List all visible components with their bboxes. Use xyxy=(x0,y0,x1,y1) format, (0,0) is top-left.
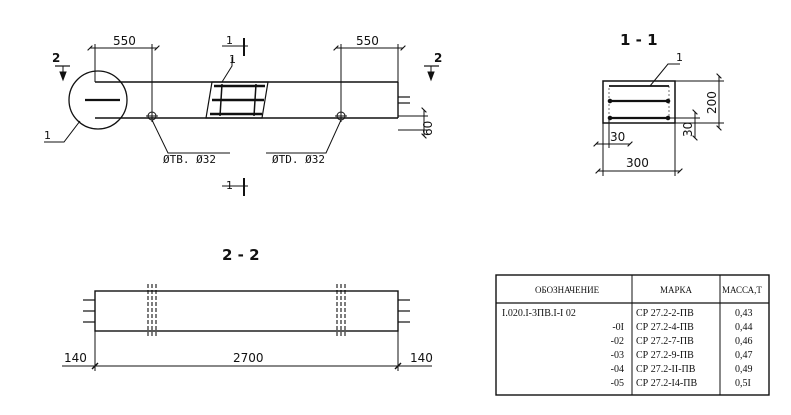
section-1-1-title: 1 - 1 xyxy=(620,31,658,49)
hole-label-right: ØТD. Ø32 xyxy=(272,153,325,166)
table-header-designation: ОБОЗНАЧЕНИЕ xyxy=(535,285,600,295)
dim-200: 200 xyxy=(705,91,719,114)
table-cell-designation: -03 xyxy=(611,350,624,361)
plan-view xyxy=(44,38,439,196)
section-1-bottom-label: 1 xyxy=(226,179,233,192)
dim-140-left: 140 xyxy=(64,351,87,365)
table-header-mark: МАРКА xyxy=(660,285,693,295)
spec-table-text: ОБОЗНАЧЕНИЕ МАРКА МАССА,Т I.020.I-3ПВ.I-… xyxy=(502,285,762,389)
dim-550-left: 550 xyxy=(113,34,136,48)
dim-30-left: 30 xyxy=(610,130,625,144)
dim-140-right: 140 xyxy=(410,351,433,365)
section-1-1-view xyxy=(593,63,724,176)
table-cell-mass: 0,46 xyxy=(735,336,753,347)
spec-table xyxy=(495,274,770,396)
section-2-2-view xyxy=(62,284,432,371)
table-cell-designation: I.020.I-3ПВ.I-I 02 xyxy=(502,308,576,319)
section-1-1-leader-label: 1 xyxy=(676,51,683,64)
table-cell-mass: 0,43 xyxy=(735,308,753,319)
table-cell-designation: -0I xyxy=(612,322,624,333)
table-cell-mass: 0,5I xyxy=(735,378,751,389)
table-cell-mass: 0,49 xyxy=(735,364,753,375)
section-1-top-label: 1 xyxy=(226,34,233,47)
section-2-right-label: 2 xyxy=(434,51,442,65)
table-cell-mark: СР 27.2-II-ПВ xyxy=(636,364,696,375)
table-cell-mark: СР 27.2-9-ПВ xyxy=(636,350,694,361)
table-cell-designation: -05 xyxy=(611,378,624,389)
dim-30-right: 30 xyxy=(681,122,695,137)
hole-label-left: ØТВ. Ø32 xyxy=(163,153,216,166)
dim-300: 300 xyxy=(626,156,649,170)
table-cell-mark: СР 27.2-4-ПВ xyxy=(636,322,694,333)
dim-2700: 2700 xyxy=(233,351,264,365)
table-cell-designation: -02 xyxy=(611,336,624,347)
table-cell-mass: 0,44 xyxy=(735,322,753,333)
leader-1-top-label: 1 xyxy=(229,53,236,66)
table-header-mass: МАССА,Т xyxy=(722,285,762,295)
table-cell-mark: СР 27.2-7-ПВ xyxy=(636,336,694,347)
table-cell-designation: -04 xyxy=(611,364,624,375)
section-2-left-label: 2 xyxy=(52,51,60,65)
dim-60: 60 xyxy=(421,121,435,136)
section-2-2-title: 2 - 2 xyxy=(222,246,260,264)
dim-550-right: 550 xyxy=(356,34,379,48)
leader-1-label: 1 xyxy=(44,129,51,142)
table-cell-mark: СР 27.2-2-ПВ xyxy=(636,308,694,319)
table-cell-mark: СР 27.2-I4-ПВ xyxy=(636,378,697,389)
table-cell-mass: 0,47 xyxy=(735,350,753,361)
